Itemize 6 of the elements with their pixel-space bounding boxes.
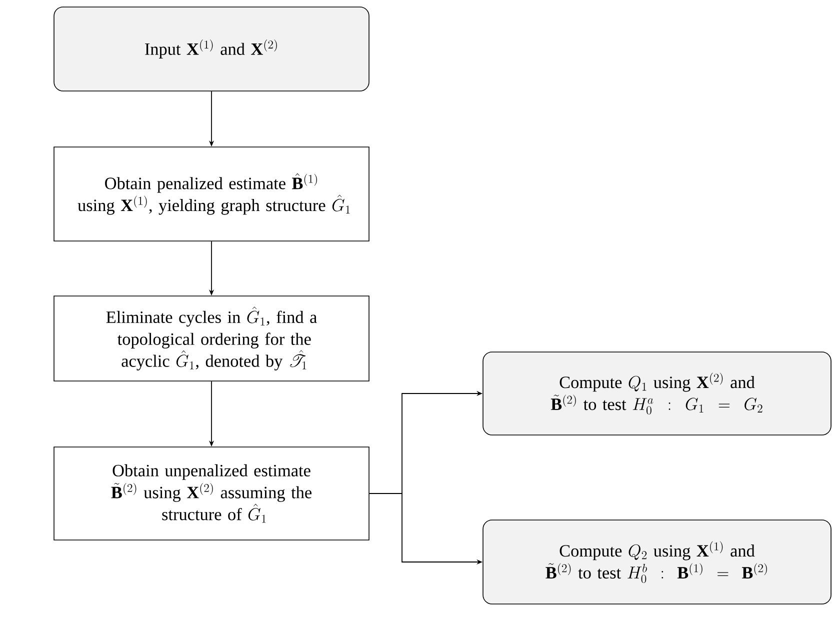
process-box: $\text{Obtain penalized estimate }\hat{\mathbf{B}}^{(1)}\allowbreak\text{ using }\mathbf{X}^{(1)}\text{, yielding graph}\allowbreak\text{ structure }\hat{G}_1$ (54, 146, 370, 242)
process-box: $\text{Eliminate cycles in }\hat{G}_1\text{, find a}\allowbreak\text{ topological ordering for the}\allowbreak\text{ acyclic }\hat{G}_1\text{, denoted by }\hat{\mathscr{T}}_1$ (54, 296, 370, 382)
process-box: $\text{Obtain unpenalized estimate}\allowbreak\ \tilde{\mathbf{B}}^{(2)}\text{ using }\mathbf{X}^{(2)}\text{ assuming the}\allowbreak\text{ structure of }\hat{G}_1$ (54, 446, 370, 540)
rounded-box: $\text{Compute }Q_2\text{ using }\mathbf{X}^{(1)}\text{ and}\allowbreak\ \tilde{\mathbf{B}}^{(2)}\text{ to test }H_0^b: \mathbf{B}^{(1)} = \mathbf{B}^{(2)}$ (482, 520, 832, 604)
rounded-box: $\text{Compute }Q_1\text{ using }\mathbf{X}^{(2)}\text{ and}\allowbreak\ \tilde{\mathbf{B}}^{(2)}\text{ to test }H_0^a: G_1 = G_2$ (482, 352, 832, 436)
rounded-box: $\text{Input }\mathbf{X}^{(1)}\text{ and }\mathbf{X}^{(2)}$ (54, 6, 370, 92)
